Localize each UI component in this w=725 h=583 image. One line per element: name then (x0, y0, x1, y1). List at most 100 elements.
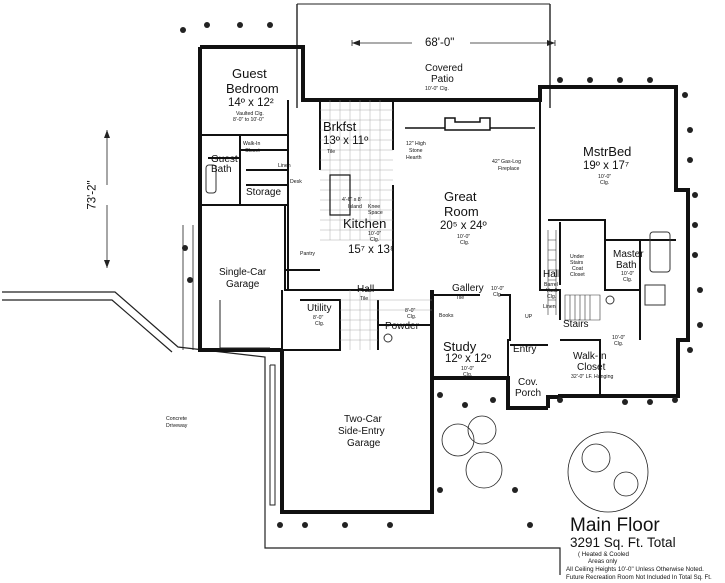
dimension-arrows (104, 40, 555, 268)
master-closet-ceiling-2: Clg. (614, 341, 624, 347)
kitchen-dimension: 15⁷ x 13⁸ (348, 244, 395, 256)
island-label-2: Island (348, 204, 362, 210)
master-bed-ceiling-2: Clg. (600, 180, 610, 186)
single-car-garage-label-2: Garage (226, 279, 260, 290)
utility-ceiling: 8'-0" (313, 315, 324, 321)
covered-patio (296, 3, 551, 108)
entry-label: Entry (513, 344, 537, 355)
stairs-label: Stairs (563, 319, 589, 330)
hearth-label-3: Hearth (406, 155, 422, 161)
walk-in-closet-small-label: Walk-In (243, 141, 261, 147)
master-bed-label: MstrBed (583, 144, 632, 159)
driveway-outline (2, 291, 561, 575)
kitchen-ceiling: 10'-0" (368, 231, 382, 237)
hall-center-label: Hall (357, 284, 375, 295)
hall-center-floor: Tile (360, 296, 369, 302)
desk-label: Desk (290, 179, 302, 185)
master-bed-ceiling: 10'-0" (598, 174, 612, 180)
gallery-label: Gallery (452, 283, 484, 294)
hearth-label: 12" High (406, 141, 426, 147)
covered-patio-ceiling: 10'-0" Clg. (425, 86, 449, 92)
hall-right-note-2: Vault (546, 288, 558, 294)
hall-right-note-3: Clg. (547, 294, 557, 300)
heated-note: ( Heated & Cooled (578, 551, 629, 558)
utility-label: Utility (307, 303, 332, 314)
brkfst-label: Brkfst (323, 119, 357, 134)
guest-bedroom-ceiling-2: 8'-0" to 10'-0" (233, 117, 264, 123)
linen-label: Linen (278, 163, 291, 169)
knee-space-label-2: Space (368, 210, 383, 216)
cov-porch-label-2: Porch (515, 388, 542, 399)
master-closet-ceiling: 10'-0" (612, 335, 626, 341)
study-ceiling-2: Clg. (463, 372, 473, 378)
covered-patio-label-2: Patio (431, 74, 454, 85)
stairs-up-label: UP (525, 314, 533, 320)
fireplace-label-2: Fireplace (498, 166, 520, 172)
main-floor-title: Main Floor (570, 515, 660, 536)
great-room-label: Great (444, 189, 477, 204)
heated-note-2: Areas only (588, 558, 618, 565)
great-room-dimension: 20⁵ x 24º (440, 220, 487, 232)
master-closet-label-2: Closet (577, 362, 606, 373)
master-closet-label: Walk-In (573, 351, 607, 362)
guest-bath-label-2: Bath (211, 164, 232, 175)
study-dimension: 12º x 12º (445, 353, 492, 365)
fireplace (405, 117, 535, 131)
single-car-garage-label: Single-Car (219, 267, 267, 278)
stairs-flight (547, 230, 601, 321)
walk-in-closet-small-label-2: Closet (245, 148, 260, 154)
guest-bath-label: Guest (211, 154, 238, 165)
study-ceiling: 10'-0" (461, 366, 475, 372)
kitchen-label: Kitchen (343, 216, 387, 231)
hall-right-label: Hall (543, 269, 561, 280)
under-stairs-label-2: Stairs (570, 260, 584, 266)
brkfst-dimension: 13º x 11º (323, 135, 369, 147)
driveway-label: Concrete (166, 416, 188, 422)
guest-bedroom-dimension: 14º x 12² (228, 97, 274, 109)
overall-width-dimension: 68'-0" (425, 37, 455, 49)
brkfst-floor: Tile (327, 149, 336, 155)
master-bath-label-2: Bath (616, 260, 637, 271)
kitchen-island (329, 174, 351, 216)
ceiling-height-note: All Ceiling Heights 10'-0" Unless Otherw… (566, 566, 704, 573)
great-room-ceiling-2: Clg. (460, 240, 470, 246)
master-bed-dimension: 19º x 17⁷ (583, 160, 630, 172)
shrubs (180, 22, 703, 528)
gallery-ceiling-2: Clg. (493, 292, 503, 298)
master-bath-ceiling: 10'-0" (621, 271, 635, 277)
hall-right-note: Barrel (544, 282, 558, 288)
two-car-garage-label-3: Garage (347, 438, 381, 449)
bath-fixtures (205, 164, 671, 343)
covered-patio-label: Covered (425, 63, 463, 74)
overall-depth-dimension: 73'-2" (86, 180, 99, 210)
knee-space-label: Knee (368, 204, 381, 210)
under-stairs-label-4: Closet (570, 272, 585, 278)
under-stairs-label: Under (570, 254, 585, 260)
under-stairs-label-3: Coat (572, 266, 583, 272)
guest-bedroom-label: Guest (232, 66, 267, 81)
cov-porch-label: Cov. (518, 377, 538, 388)
guest-bedroom-ceiling: Vaulted Clg. (236, 111, 264, 117)
storage-label: Storage (246, 187, 282, 198)
recreation-room-note: Future Recreation Room Not Included In T… (566, 574, 712, 581)
powder-ceiling-2: Clg. (407, 314, 417, 320)
gallery-floor: Tile (456, 295, 465, 301)
master-bath-label: Master (613, 249, 644, 260)
powder-label: Powder (385, 321, 419, 332)
guest-bedroom-label-2: Bedroom (226, 81, 279, 96)
study-label: Study (443, 339, 477, 354)
two-car-garage-label: Two-Car (344, 414, 382, 425)
fireplace-label: 42" Gas-Log (492, 159, 521, 165)
books-label: Books (439, 313, 454, 319)
master-closet-note: 32'-0" LF. Hanging (571, 374, 614, 380)
great-room-ceiling: 10'-0" (457, 234, 471, 240)
interior-walls (200, 99, 676, 396)
garage-doors (219, 300, 276, 506)
linen-label-2: Linen (543, 304, 556, 310)
exterior-walls (198, 45, 690, 514)
total-square-feet: 3291 Sq. Ft. Total (570, 535, 676, 550)
hearth-label-2: Stone (409, 148, 423, 154)
great-room-label-2: Room (444, 204, 479, 219)
pantry-label: Pantry (300, 251, 315, 257)
